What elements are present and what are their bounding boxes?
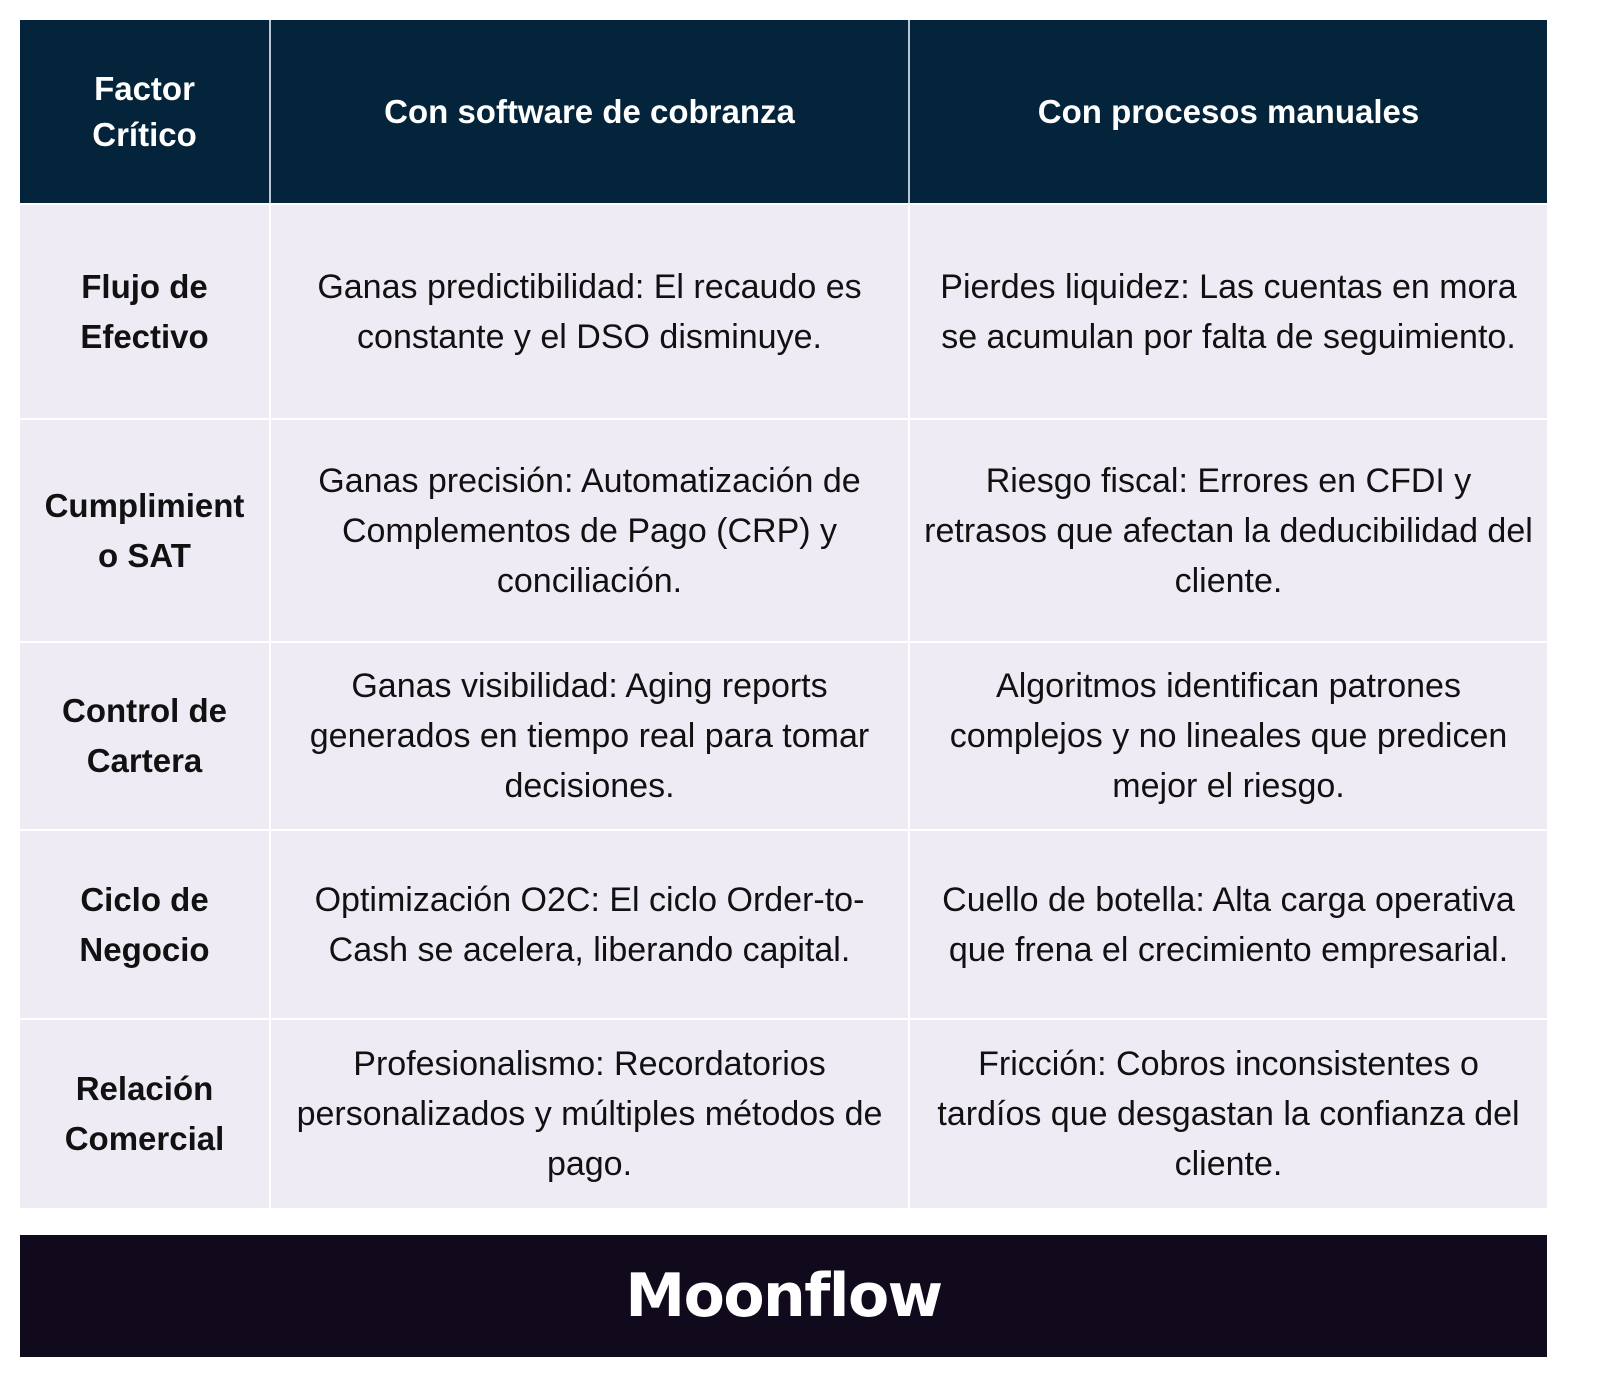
row-manual-cell: Algoritmos identifican patrones complejo… [908, 641, 1547, 829]
software-text: Profesionalismo: Recordatorios personali… [296, 1045, 883, 1183]
software-text: Ganas precisión: Automatización de Compl… [318, 461, 861, 600]
factor-line: Relación [75, 1070, 214, 1107]
row-software-cell: Optimización O2C: El ciclo Order-to-Cash… [269, 829, 908, 1018]
row-software-cell: Ganas visibilidad: Aging reports generad… [269, 641, 908, 829]
header-factor-line-2: Crítico [92, 115, 197, 153]
row-factor-control-de-cartera: Control de Cartera [20, 641, 269, 829]
header-software-label: Con software de cobranza [384, 92, 795, 130]
header-factor-line-1: Factor [94, 69, 195, 107]
row-manual-cell: Cuello de botella: Alta carga operativa … [908, 829, 1547, 1018]
row-software-cell: Ganas precisión: Automatización de Compl… [269, 418, 908, 641]
row-software-cell: Profesionalismo: Recordatorios personali… [269, 1018, 908, 1208]
row-factor-ciclo-de-negocio: Ciclo de Negocio [20, 829, 269, 1018]
header-factor-critico: Factor Crítico [20, 20, 269, 203]
factor-line: Comercial [64, 1120, 225, 1157]
manual-text: Riesgo fiscal: Errores en CFDI y retraso… [924, 461, 1533, 600]
factor-line: Cumplimient [44, 486, 245, 524]
factor-line: Control de [62, 692, 227, 729]
header-manual: Con procesos manuales [908, 20, 1547, 203]
factor-line: Negocio [79, 930, 210, 968]
manual-text: Pierdes liquidez: Las cuentas en mora se… [940, 267, 1517, 356]
row-manual-cell: Riesgo fiscal: Errores en CFDI y retraso… [908, 418, 1547, 641]
factor-line: Cartera [86, 742, 203, 779]
manual-text: Fricción: Cobros inconsistentes o tardío… [937, 1045, 1520, 1183]
row-manual-cell: Pierdes liquidez: Las cuentas en mora se… [908, 203, 1547, 418]
manual-text: Algoritmos identifican patrones complejo… [949, 667, 1508, 805]
manual-text: Cuello de botella: Alta carga operativa … [942, 880, 1515, 969]
factor-line: Flujo de [81, 267, 208, 305]
software-text: Ganas predictibilidad: El recaudo es con… [317, 267, 862, 356]
header-manual-label: Con procesos manuales [1037, 92, 1420, 130]
row-factor-relacion-comercial: Relación Comercial [20, 1018, 269, 1208]
row-manual-cell: Fricción: Cobros inconsistentes o tardío… [908, 1018, 1547, 1208]
comparison-table: Factor Crítico Con software de cobranza … [20, 20, 1547, 1208]
row-software-cell: Ganas predictibilidad: El recaudo es con… [269, 203, 908, 418]
factor-line: Ciclo de [80, 880, 209, 918]
header-software: Con software de cobranza [269, 20, 908, 203]
brand-logo-text: Moonflow [625, 1261, 943, 1331]
factor-line: o SAT [98, 536, 191, 574]
row-factor-cumplimiento-sat: Cumplimient o SAT [20, 418, 269, 641]
factor-line: Efectivo [80, 317, 209, 355]
row-factor-flujo-de-efectivo: Flujo de Efectivo [20, 203, 269, 418]
brand-footer: Moonflow [20, 1235, 1547, 1357]
software-text: Optimización O2C: El ciclo Order-to-Cash… [314, 880, 865, 969]
software-text: Ganas visibilidad: Aging reports generad… [309, 667, 870, 805]
